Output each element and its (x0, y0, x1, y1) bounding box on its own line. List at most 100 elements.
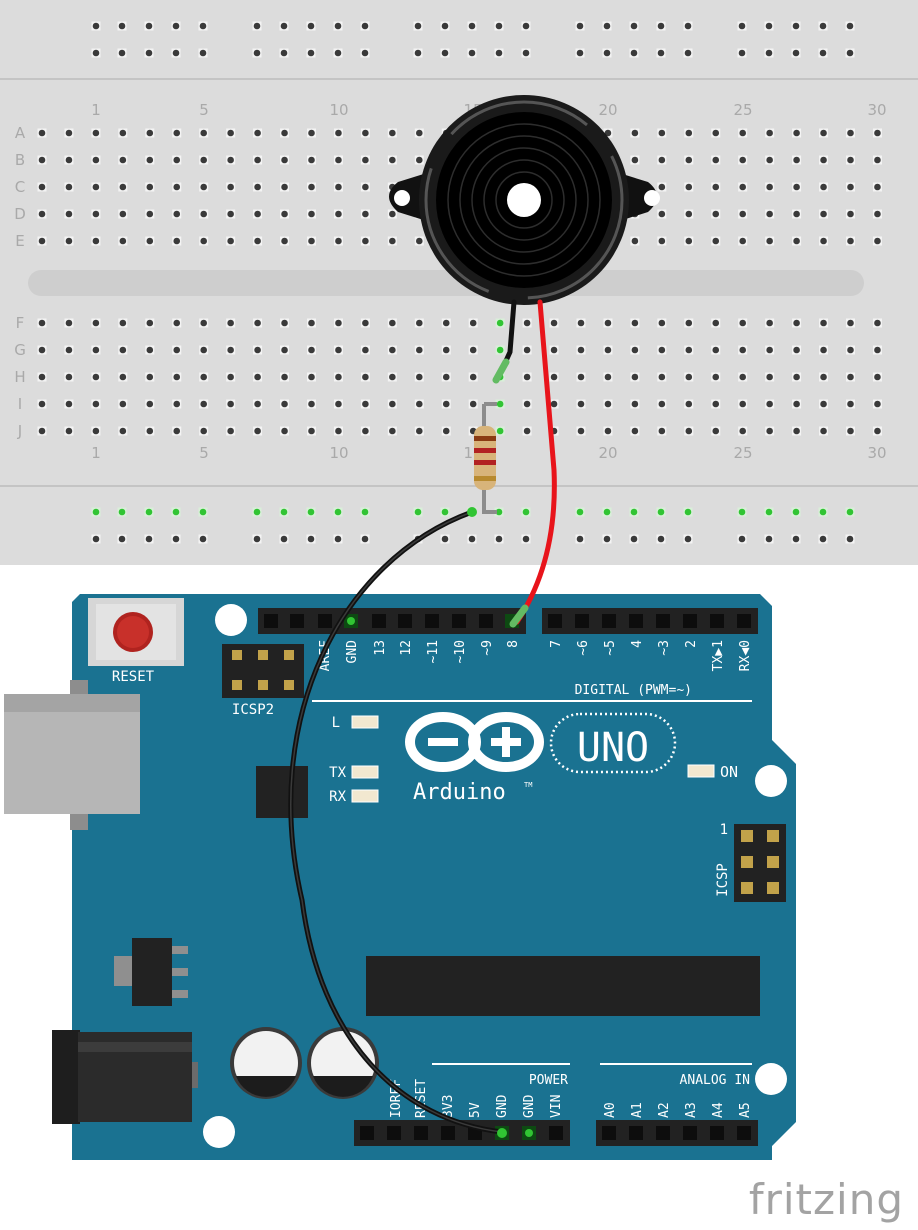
breadboard-hole-center (738, 49, 746, 57)
breadboard-hole-center (414, 508, 422, 516)
breadboard-hole-center (92, 400, 100, 408)
breadboard-hole-center (792, 22, 800, 30)
breadboard-hole-center (200, 156, 207, 164)
breadboard-hole-center (119, 427, 127, 435)
breadboard-hole-center (38, 373, 46, 381)
breadboard-hole-center (604, 319, 612, 327)
column-number: 20 (598, 101, 617, 119)
column-number: 20 (598, 444, 617, 462)
breadboard-hole-center (281, 346, 288, 354)
breadboard-hole-center (227, 237, 234, 245)
capacitor (230, 1027, 302, 1099)
breadboard-holes (37, 128, 882, 436)
breadboard-hole-center (766, 400, 773, 408)
breadboard-hole-center (200, 210, 207, 218)
row-letter: B (15, 151, 25, 169)
breadboard-hole-center (604, 400, 612, 408)
breadboard-hole-center (362, 346, 369, 354)
breadboard-hole-center (38, 319, 46, 327)
breadboard-hole-center (576, 22, 584, 30)
digital-pin-labels: AREF GND 13 12 ~11 ~10 ~9 8 7 ~6 ~5 4 ~3… (318, 640, 753, 671)
breadboard-hole-center (766, 346, 773, 354)
breadboard-hole-center (335, 156, 342, 164)
breadboard-hole-center (254, 346, 261, 354)
breadboard-hole-center (119, 346, 127, 354)
breadboard-hole-center (577, 427, 585, 435)
breadboard-hole-center (820, 346, 827, 354)
breadboard-hole-center (416, 400, 423, 408)
breadboard-hole-center (335, 183, 342, 191)
breadboard-hole-center (847, 129, 854, 137)
analog-header-label: ANALOG IN (680, 1073, 750, 1088)
breadboard-hole-center (712, 210, 720, 218)
breadboard-hole-center (173, 183, 181, 191)
breadboard-hole-center (335, 400, 342, 408)
voltage-regulator (114, 938, 188, 1006)
row-letter: H (14, 368, 25, 386)
pin-label: A2 (657, 1102, 672, 1118)
breadboard-hole-center (765, 535, 773, 543)
breadboard-hole-center (65, 319, 73, 327)
breadboard-hole-center (200, 183, 207, 191)
breadboard-hole-center (118, 22, 126, 30)
breadboard-hole-center (469, 319, 477, 327)
breadboard-hole-center (550, 319, 558, 327)
breadboard-hole-center (308, 427, 315, 435)
breadboard-hole-center (146, 129, 154, 137)
breadboard-hole-center (92, 427, 100, 435)
breadboard-hole-center (631, 156, 639, 164)
pin-label: RESET (414, 1079, 429, 1118)
breadboard-hole-center (712, 237, 720, 245)
breadboard-hole-center (308, 373, 315, 381)
breadboard-hole-center (145, 508, 153, 516)
reset-button[interactable] (88, 598, 184, 666)
pin-label: A0 (603, 1102, 618, 1118)
breadboard-hole-center (874, 400, 881, 408)
breadboard-hole-center (577, 319, 585, 327)
breadboard-hole-center (793, 210, 800, 218)
breadboard-hole-center (847, 156, 854, 164)
breadboard-hole-center (200, 427, 207, 435)
breadboard-hole-center (847, 346, 854, 354)
breadboard-hole-center (712, 427, 720, 435)
breadboard-hole-center (468, 49, 476, 57)
breadboard-hole-center (523, 427, 531, 435)
breadboard-hole-center (172, 508, 180, 516)
breadboard-hole-center (334, 535, 342, 543)
breadboard-hole-center (685, 210, 693, 218)
pin-label: ~6 (576, 640, 591, 656)
breadboard-hole-center (119, 156, 127, 164)
breadboard-hole-center (631, 373, 639, 381)
breadboard-hole-center (38, 427, 46, 435)
row-letters: A B C D E F G H I J (14, 124, 26, 440)
breadboard-hole-center (119, 319, 127, 327)
icsp-pin1-label: 1 (720, 822, 728, 838)
breadboard-hole-center (739, 183, 746, 191)
breadboard-hole-center (847, 210, 854, 218)
breadboard-hole-center (308, 129, 315, 137)
breadboard-hole-center (254, 373, 261, 381)
breadboard-hole-center (846, 49, 854, 57)
breadboard-hole-center (92, 535, 100, 543)
digital-header-right (542, 608, 758, 634)
breadboard-hole-center (874, 319, 881, 327)
column-number: 30 (867, 444, 886, 462)
power-rail-top (91, 21, 855, 58)
breadboard-hole-center (658, 237, 666, 245)
breadboard-hole-center (389, 427, 396, 435)
row-letter: D (14, 205, 26, 223)
breadboard-hole-center (658, 427, 666, 435)
breadboard-hole-center (92, 237, 100, 245)
breadboard-hole-center (227, 183, 234, 191)
breadboard-hole-center (658, 129, 666, 137)
mounting-hole (755, 765, 787, 797)
pin-label: 2 (684, 640, 699, 648)
breadboard-hole-center (766, 210, 773, 218)
breadboard-hole-center (65, 427, 73, 435)
breadboard-hole-center (254, 210, 261, 218)
breadboard-hole-center (603, 535, 611, 543)
breadboard-hole-center (495, 508, 503, 516)
breadboard-hole-center (658, 373, 666, 381)
breadboard-hole-center (712, 129, 720, 137)
